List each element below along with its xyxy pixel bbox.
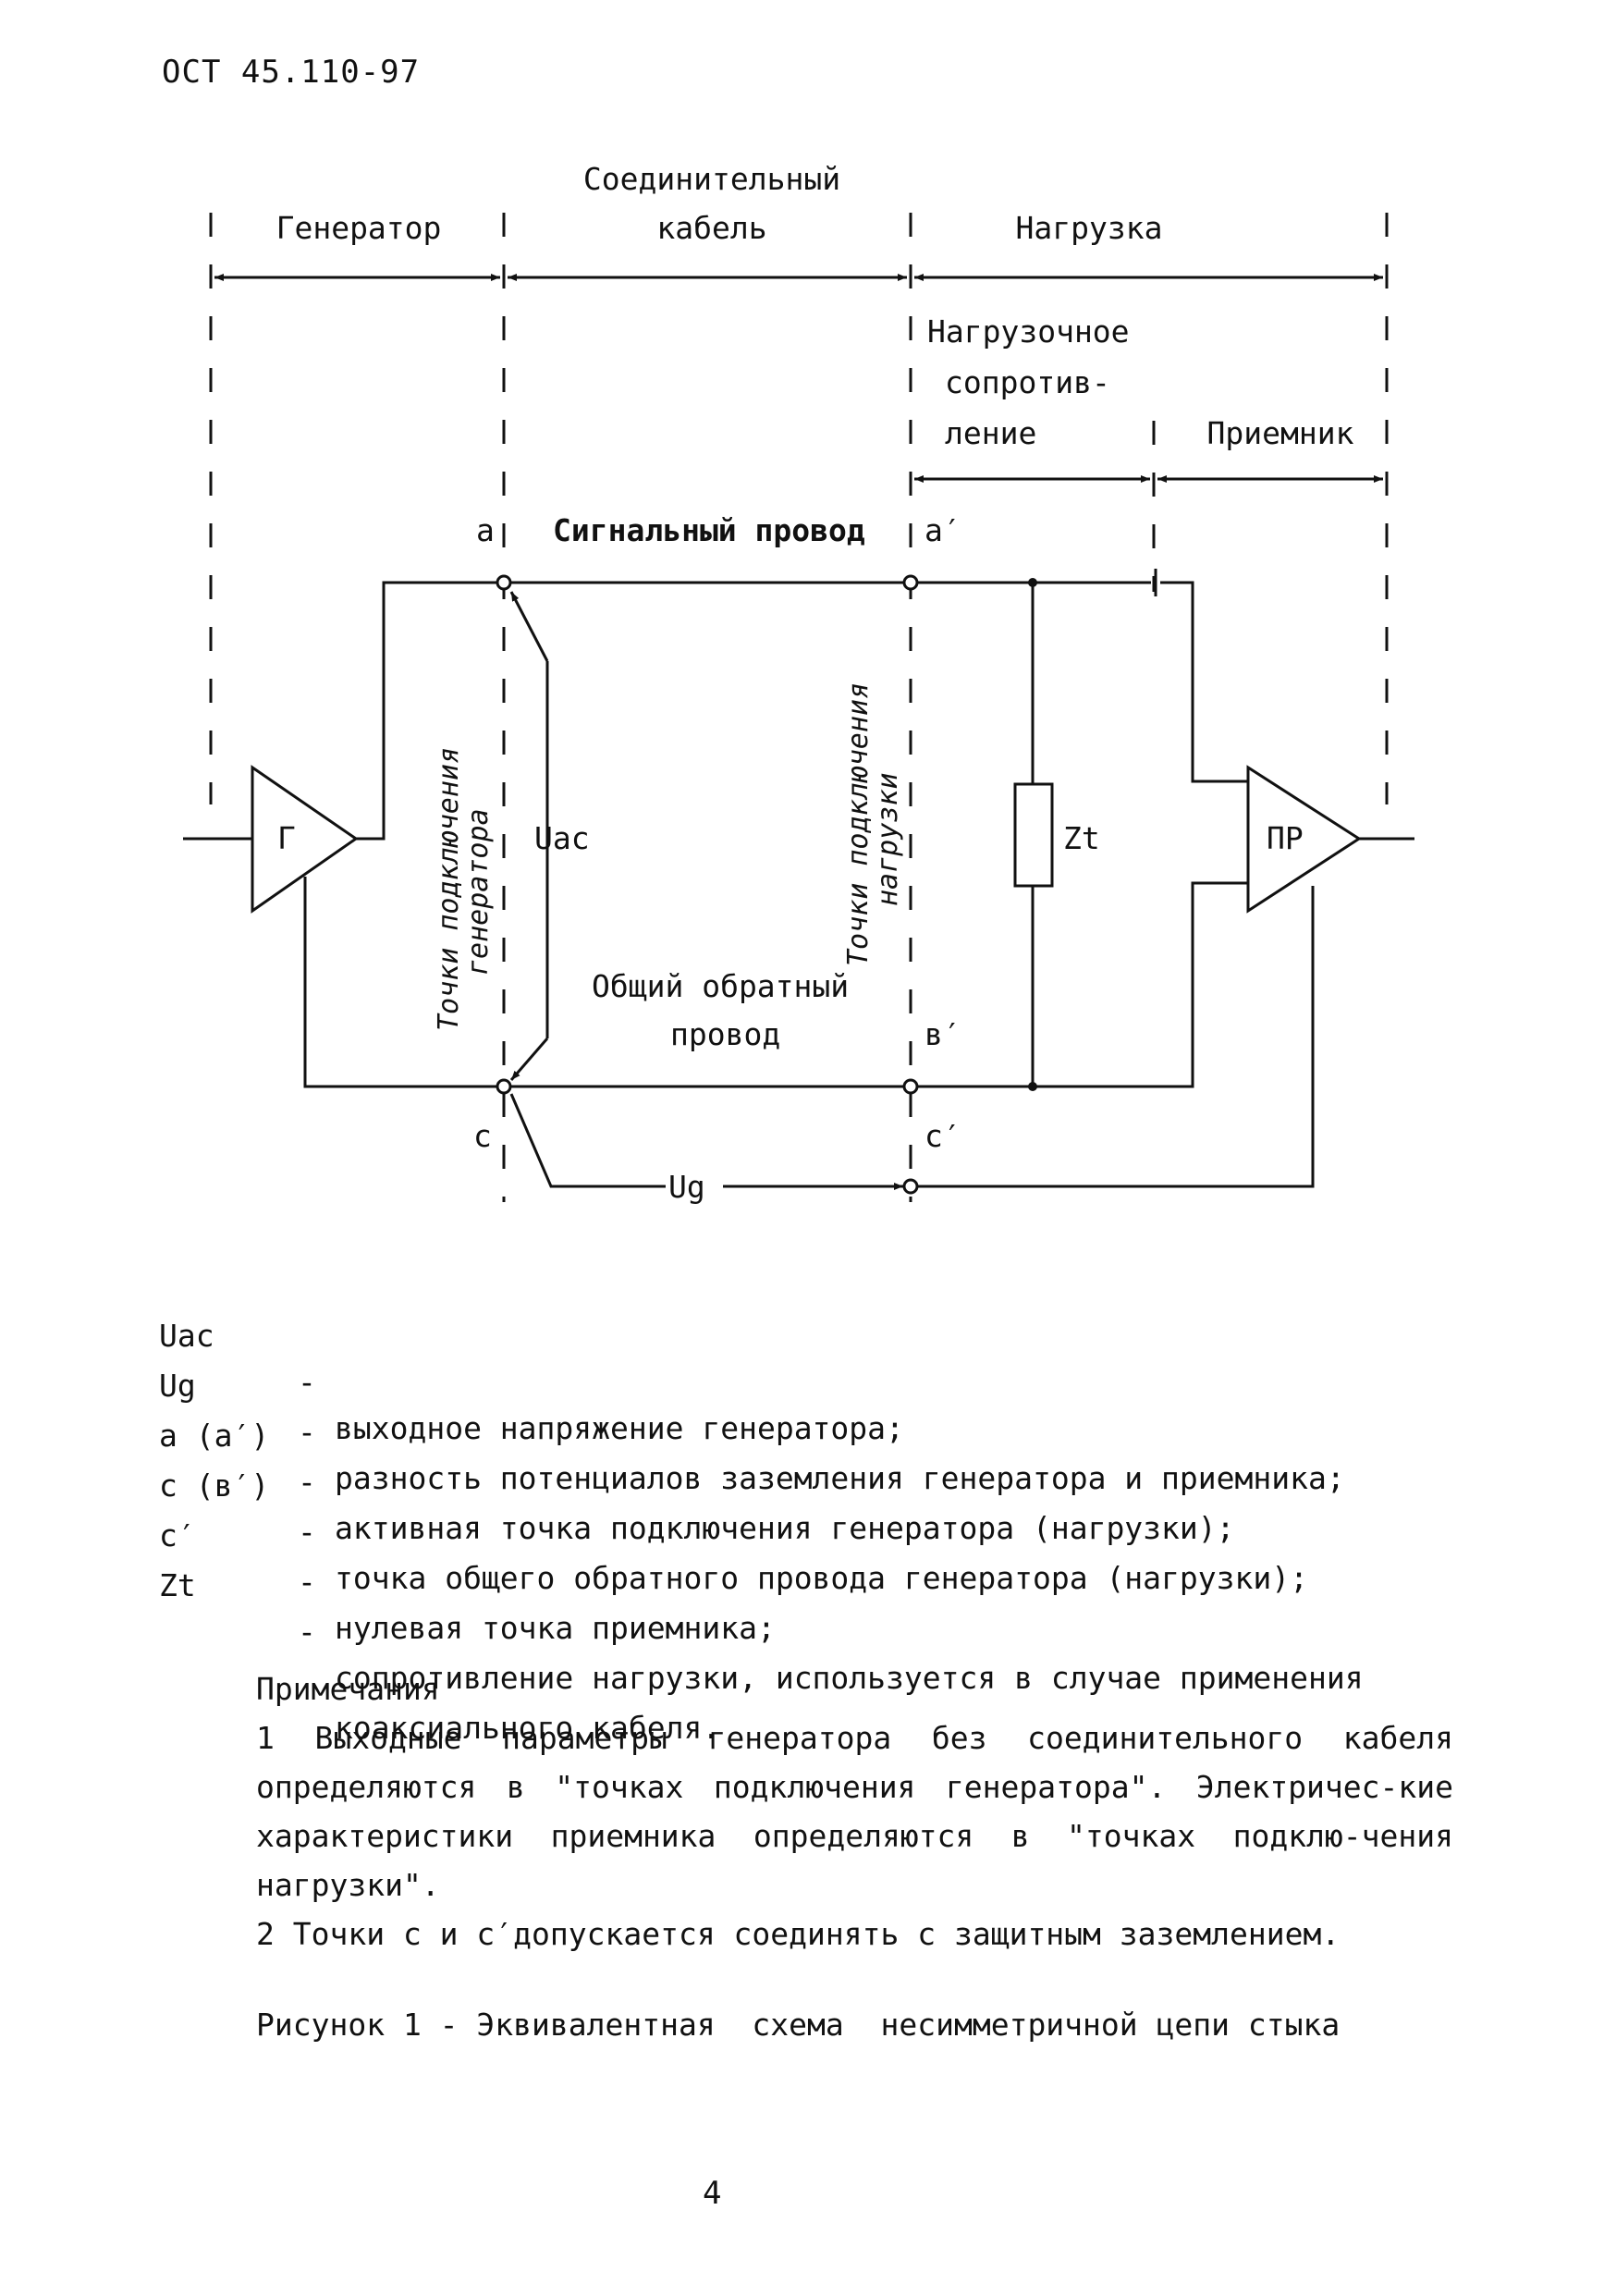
legend-description: разность потенциалов заземления генерато…	[335, 1460, 1345, 1496]
label-gen-points-1: Точки подключения	[433, 747, 465, 1031]
notes-heading: Примечания	[256, 1671, 440, 1707]
terminal-a	[496, 574, 512, 591]
label-point-b-prime: в′	[924, 1016, 961, 1052]
notes-block: Примечания 1 Выходные параметры генерато…	[256, 1664, 1453, 1958]
legend-dash: -	[298, 1464, 316, 1500]
legend-row: Zt - сопротивление нагрузки, используетс…	[159, 1516, 1364, 1696]
label-receiver: Приемник	[1207, 415, 1354, 451]
generator-return-wire	[303, 877, 497, 1088]
label-cable-line2: кабель	[656, 210, 766, 246]
uac-arrow-bottom	[509, 1037, 549, 1081]
label-point-c: c	[473, 1118, 492, 1154]
label-gen-points-2: генератора	[462, 808, 495, 976]
generator-output-wire	[356, 581, 497, 841]
legend-dash: -	[298, 1614, 316, 1650]
legend-row: a (a′) - активная точка подключения гене…	[159, 1367, 1235, 1546]
label-generator-symbol: Г	[277, 820, 296, 856]
terminal-a-prime	[902, 574, 919, 591]
ug-wire-left	[509, 1093, 666, 1188]
legend-description: точка общего обратного провода генератор…	[335, 1560, 1308, 1596]
label-signal-wire: Сигнальный провод	[553, 512, 865, 548]
legend-description: коаксиального кабеля.	[335, 1710, 721, 1746]
legend-dash: -	[298, 1514, 316, 1550]
load-resistor-zt	[1013, 782, 1054, 888]
terminal-b-prime	[902, 1078, 919, 1095]
label-receiver-symbol: ПР	[1267, 820, 1304, 856]
legend-symbol: c (в′)	[159, 1467, 270, 1504]
page-number: 4	[703, 2175, 722, 2212]
receiver-signal-input	[1160, 581, 1248, 783]
junction-signal	[1028, 578, 1037, 587]
label-zt: Zt	[1063, 820, 1100, 856]
label-point-a-prime: a′	[924, 512, 961, 548]
legend-dash: -	[298, 1364, 316, 1400]
label-cable-line1: Соединительный	[583, 161, 840, 197]
receiver-ground-wire	[918, 886, 1315, 1188]
legend-row: Uac - выходное напряжение генератора;	[159, 1267, 904, 1446]
label-return-wire-2: провод	[670, 1016, 780, 1052]
legend-dash: -	[298, 1564, 316, 1600]
receiver-amplifier	[1246, 765, 1362, 914]
label-load-resistance-2: сопротив-	[945, 364, 1110, 400]
legend-symbol: a (a′)	[159, 1418, 270, 1454]
label-ug: Ug	[668, 1169, 705, 1205]
legend-symbol: Uac	[159, 1318, 214, 1354]
legend-description: выходное напряжение генератора;	[335, 1410, 904, 1446]
label-point-a: a	[476, 512, 495, 548]
terminal-c	[496, 1078, 512, 1095]
note-2: 2 Точки с и с′допускается соединять с за…	[256, 1916, 1341, 1952]
legend-symbol: Zt	[159, 1567, 196, 1603]
legend-description: нулевая точка приемника;	[335, 1610, 776, 1646]
junction-return	[1028, 1082, 1037, 1091]
legend-row: c (в′) - точка общего обратного провода …	[159, 1417, 1308, 1596]
terminal-c-prime	[902, 1178, 919, 1195]
document-code: ОСТ 45.110-97	[162, 54, 421, 91]
legend-description: активная точка подключения генератора (н…	[335, 1510, 1235, 1546]
label-load: Нагрузка	[1016, 210, 1163, 246]
label-load-points-1: Точки подключения	[842, 682, 875, 966]
label-generator: Генератор	[276, 210, 442, 246]
figure-caption: Рисунок 1 - Эквивалентная схема несиммет…	[256, 2007, 1341, 2043]
return-wire-load	[917, 881, 1248, 1088]
uac-arrow-top	[509, 591, 549, 662]
label-load-resistance-1: Нагрузочное	[927, 313, 1130, 350]
label-point-c-prime: c′	[924, 1118, 961, 1154]
label-uac: Uac	[534, 820, 590, 856]
label-load-points-2: нагрузки	[872, 773, 904, 907]
label-return-wire-1: Общий обратный	[592, 968, 849, 1004]
legend-row: c′ - нулевая точка приемника;	[159, 1467, 776, 1646]
note-1: 1 Выходные параметры генератора без соед…	[256, 1720, 1453, 1903]
legend-description: сопротивление нагрузки, используется в с…	[335, 1660, 1364, 1696]
legend-row: Ug - разность потенциалов заземления ген…	[159, 1317, 1345, 1496]
legend-symbol: Ug	[159, 1368, 196, 1404]
legend-dash: -	[298, 1414, 316, 1450]
legend-symbol: c′	[159, 1517, 196, 1553]
label-load-resistance-3: ление	[945, 415, 1036, 451]
equivalent-circuit-diagram: Генератор Соединительный кабель Нагрузка…	[183, 161, 1414, 1205]
legend-row: коаксиального кабеля.	[159, 1566, 720, 1746]
